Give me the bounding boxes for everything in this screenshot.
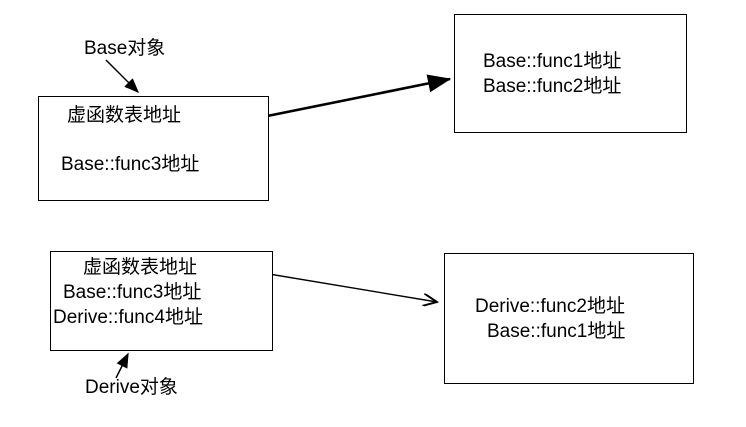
derive-object-func3-line: Base::func3地址	[63, 282, 202, 303]
label-base-object: Base对象	[84, 38, 166, 59]
base-vtable-func2-line: Base::func2地址	[483, 75, 622, 97]
box-base-object: 虚函数表地址 Base::func3地址	[38, 96, 269, 201]
base-object-vptr-line: 虚函数表地址	[67, 105, 182, 126]
connector-base-object-label	[105, 59, 140, 94]
label-derive-object: Derive对象	[85, 377, 178, 398]
box-derive-object: 虚函数表地址 Base::func3地址 Derive::func4地址	[50, 251, 273, 351]
base-object-func3-line: Base::func3地址	[61, 154, 200, 175]
derive-object-func4-line: Derive::func4地址	[53, 307, 203, 328]
box-base-vtable: Base::func1地址 Base::func2地址	[454, 14, 687, 133]
derive-vtable-func1-line: Base::func1地址	[487, 320, 626, 342]
box-derive-vtable: Derive::func2地址 Base::func1地址	[444, 253, 694, 384]
connector-derive-vptr-to-vtable	[244, 269, 437, 302]
base-vtable-func1-line: Base::func1地址	[483, 50, 622, 72]
derive-vtable-func2-line: Derive::func2地址	[475, 295, 625, 317]
derive-object-vptr-line: 虚函数表地址	[83, 257, 198, 278]
connector-derive-object-label	[115, 352, 129, 379]
